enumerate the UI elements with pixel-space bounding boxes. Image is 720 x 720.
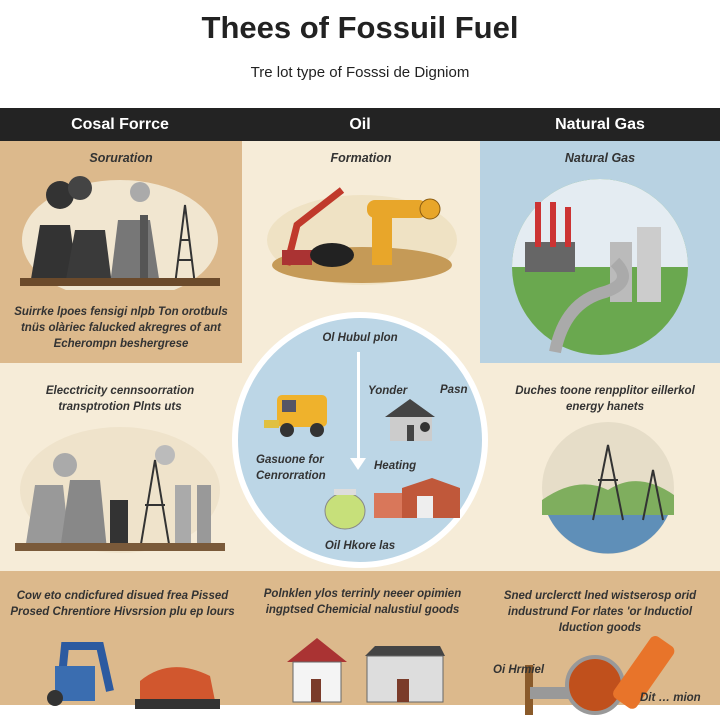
column-header-bar: Cosal Forrce Oil Natural Gas [0,108,720,141]
arrow-head-icon [350,458,366,470]
coal-bottom-description: Cow eto cndicfured disued frea Pissed Pr… [10,590,235,618]
coal-power-plant-illustration [20,176,220,290]
coal-heading: Soruration [89,151,153,165]
label-gasoline: Gasuone for Cenrorration [256,454,326,482]
building-illustration [374,478,460,518]
page-subtitle: Tre lot type of Fosssi de Digniom [250,64,470,81]
page-title: Thees of Fossuil Fuel [201,10,519,45]
label-oil-bottom: Oil Hkore las [324,540,396,552]
houses-illustration [287,638,445,703]
flow-arrow [357,352,360,462]
label-pasn: Pasn [440,384,468,396]
natural-gas-plant-illustration [512,179,688,355]
gas-label-right: Dit … mion [640,692,701,704]
house-illustration [385,399,435,441]
gas-mid-description: Duches toone renpplitor eillerkol energy… [515,385,695,413]
oil-jar-illustration [324,489,366,530]
coal-machinery-illustration [47,642,220,709]
coal-cooling-towers-illustration [15,427,225,553]
fuel-truck-illustration [264,395,327,437]
coal-description: Suirrke lpoes fensigi nlpb Ton orotbuls … [14,306,228,350]
power-lines-illustration [542,422,674,554]
oil-uses-circle [232,312,488,568]
gas-label-left: Oi Hrmiel [493,664,545,676]
oil-rig-illustration [267,187,457,285]
column-header-coal: Cosal Forrce [71,116,169,133]
oil-pipeline-illustration [525,636,675,715]
oil-circle-title: Ol Hubul plon [322,332,398,344]
oil-bottom-description: Polnklen ylos terrinly neeer opimien ing… [263,588,462,616]
gas-heading: Natural Gas [564,151,636,165]
column-header-oil: Oil [349,116,371,133]
gas-bottom-description: Sned urclerctt lned wistserosp orid indu… [503,590,697,634]
coal-mid-description: Elecctricity cennsoorration transptrotio… [45,385,195,413]
column-header-gas: Natural Gas [555,116,645,133]
label-yonder: Yonder [368,385,408,397]
oil-heading: Formation [330,151,392,165]
label-heating: Heating [374,460,417,472]
